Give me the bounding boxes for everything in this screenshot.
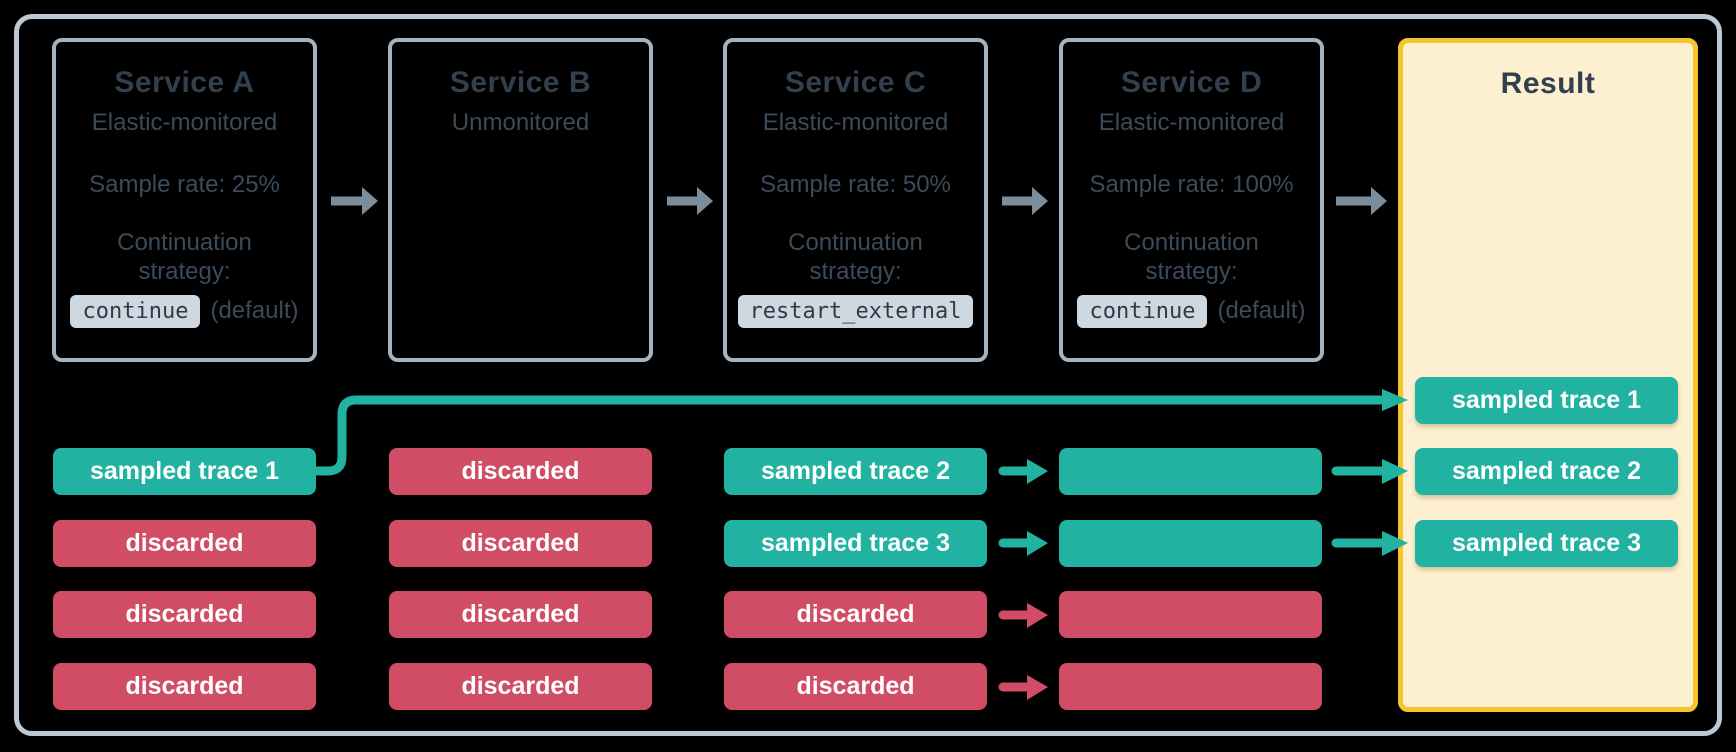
trace-pill-a1: sampled trace 1 (53, 448, 316, 495)
trace-pill-b4: discarded (389, 663, 652, 710)
service-d-strategy-code: continue (1077, 294, 1208, 328)
service-c-monitoring-label: Elastic-monitored (762, 109, 949, 136)
result-title: Result (1500, 67, 1596, 100)
service-d-continuation-label: Continuation strategy: (1124, 229, 1259, 287)
trace-pill-d2 (1059, 520, 1322, 567)
service-c-strategy-row: restart_external (737, 294, 974, 328)
service-a-strategy-code: continue (70, 294, 201, 328)
trace-pill-d4 (1059, 663, 1322, 710)
trace-pill-c1: sampled trace 2 (724, 448, 987, 495)
service-b-title: Service B (449, 66, 592, 99)
trace-pill-a3: discarded (53, 591, 316, 638)
continuation-line2: strategy: (138, 257, 231, 285)
service-a-continuation-label: Continuation strategy: (117, 229, 252, 287)
result-trace-pill-3: sampled trace 3 (1415, 520, 1678, 567)
service-c-title: Service C (784, 66, 927, 99)
service-d-strategy-row: continue (default) (1077, 294, 1306, 328)
service-a-strategy-row: continue (default) (70, 294, 299, 328)
continuation-line1: Continuation (1124, 229, 1259, 256)
result-trace-pill-2: sampled trace 2 (1415, 448, 1678, 495)
service-a-title: Service A (114, 66, 255, 99)
continuation-line1: Continuation (788, 229, 923, 256)
trace-pill-b2: discarded (389, 520, 652, 567)
service-c-strategy-code: restart_external (737, 294, 974, 328)
service-b-box: Service B Unmonitored (388, 38, 653, 362)
service-d-box: Service D Elastic-monitored Sample rate:… (1059, 38, 1324, 362)
continuation-line2: strategy: (1145, 257, 1238, 285)
service-a-monitoring-label: Elastic-monitored (91, 109, 278, 136)
trace-pill-d1 (1059, 448, 1322, 495)
trace-pill-b3: discarded (389, 591, 652, 638)
service-a-sample-rate: Sample rate: 25% (89, 171, 280, 198)
service-c-continuation-label: Continuation strategy: (788, 229, 923, 287)
service-a-strategy-note: (default) (210, 297, 299, 325)
service-b-monitoring-label: Unmonitored (451, 109, 590, 136)
service-a-box: Service A Elastic-monitored Sample rate:… (52, 38, 317, 362)
service-d-strategy-note: (default) (1217, 297, 1306, 325)
service-d-sample-rate: Sample rate: 100% (1089, 171, 1294, 198)
trace-pill-c2: sampled trace 3 (724, 520, 987, 567)
trace-pill-a2: discarded (53, 520, 316, 567)
service-c-sample-rate: Sample rate: 50% (760, 171, 951, 198)
service-c-box: Service C Elastic-monitored Sample rate:… (723, 38, 988, 362)
trace-pill-c4: discarded (724, 663, 987, 710)
result-trace-pill-1: sampled trace 1 (1415, 377, 1678, 424)
trace-pill-d3 (1059, 591, 1322, 638)
continuation-line2: strategy: (809, 257, 902, 285)
service-d-monitoring-label: Elastic-monitored (1098, 109, 1285, 136)
trace-pill-a4: discarded (53, 663, 316, 710)
trace-pill-b1: discarded (389, 448, 652, 495)
service-d-title: Service D (1120, 66, 1263, 99)
outer-frame (14, 14, 1722, 736)
trace-pill-c3: discarded (724, 591, 987, 638)
continuation-line1: Continuation (117, 229, 252, 256)
result-box: Result (1398, 38, 1698, 712)
